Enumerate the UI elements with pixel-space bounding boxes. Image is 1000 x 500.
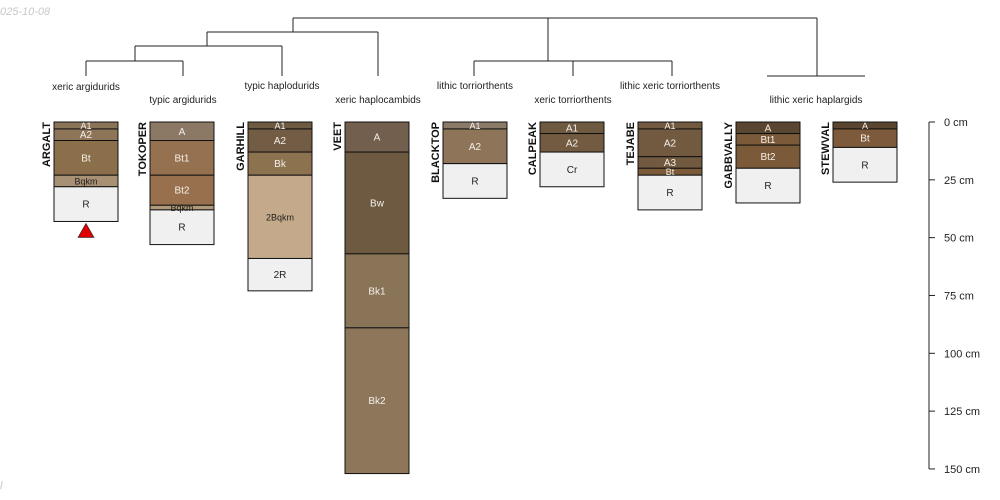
taxon-label: xeric haplocambids [335,95,421,106]
horizon-label: Bk2 [368,396,386,407]
horizon-a [344,121,410,153]
horizon-label: R [666,188,673,199]
horizon-label: A2 [274,136,287,147]
taxon-label: typic haplodurids [244,81,319,92]
horizon-label: Bqkm [170,203,193,213]
profile-name: ARGALT [41,122,53,167]
horizon-2r [247,257,313,292]
date-stamp: 025-10-08 [0,6,51,18]
horizon-label: Bqkm [74,176,97,186]
horizon-label: Bt [860,134,870,145]
horizon-label: A2 [566,138,579,149]
horizon-bk2 [344,327,410,475]
horizon-label: Bk [274,159,287,170]
profile-name: TOKOPER [137,122,149,176]
horizon-label: A [374,133,381,144]
horizon-label: A [179,127,186,138]
horizon-label: Bk1 [368,286,386,297]
horizon-label: A1 [274,121,285,131]
horizon-r [149,209,215,246]
profile-name: TEJABE [625,122,637,165]
horizon-label: Bw [370,198,385,209]
horizon-label: Bt [666,167,675,177]
horizon-a2 [637,128,703,158]
horizon-cr [539,151,605,188]
taxon-label: xeric torriorthents [534,95,611,106]
horizon-bw [344,151,410,255]
footer-stamp: l [0,480,3,492]
horizon-label: R [764,181,771,192]
red-triangle-marker [77,222,95,238]
horizon-label: R [471,176,478,187]
horizon-label: Bt1 [174,153,189,164]
depth-axis-label: 125 cm [944,406,980,418]
horizon-bt [53,140,119,176]
depth-axis-label: 0 cm [944,117,968,129]
horizon-label: 2R [274,270,287,281]
taxon-label: lithic torriorthents [437,81,513,92]
profile-name: GARHILL [235,122,247,171]
horizon-r [637,174,703,211]
horizon-label: Cr [567,165,578,176]
depth-axis-label: 75 cm [944,290,974,302]
horizon-label: Bt2 [174,186,189,197]
horizon-label: R [178,223,185,234]
horizon-label: A2 [469,142,482,153]
depth-axis-label: 25 cm [944,175,974,187]
horizon-label: A1 [664,121,675,131]
horizon-label: A3 [664,158,677,169]
horizon-label: A [765,123,772,134]
horizon-a2 [442,128,508,165]
profile-name: CALPEAK [527,122,539,175]
horizon-r [735,167,801,204]
horizon-label: A2 [80,130,93,141]
depth-axis-label: 100 cm [944,348,980,360]
profile-name: BLACKTOP [430,122,442,183]
depth-axis-label: 150 cm [944,464,980,476]
depth-axis-label: 50 cm [944,233,974,245]
horizon-label: R [861,160,868,171]
profile-name: STEWVAL [820,122,832,175]
horizon-label: A1 [469,121,480,131]
horizon-label: A1 [80,121,91,131]
horizon-label: A [862,121,868,131]
taxon-label: lithic xeric haplargids [770,95,863,106]
horizon-bk1 [344,253,410,329]
horizon-r [442,163,508,199]
horizon-label: Bt [81,153,91,164]
horizon-r [832,146,898,183]
horizon-label: R [82,200,89,211]
horizon-label: Bt1 [760,135,775,146]
horizon-label: 2Bqkm [266,212,294,222]
taxon-label: lithic xeric torriorthents [620,81,720,92]
taxon-label: xeric argidurids [52,82,120,93]
horizon-label: A1 [566,123,579,134]
taxon-label: typic argidurids [149,95,216,106]
profile-name: GABBVALLY [723,121,735,188]
horizon-2bqkm [247,174,313,259]
horizon-label: A2 [664,138,677,149]
horizon-label: Bt2 [760,152,775,163]
profile-name: VEET [332,122,344,151]
horizon-r [53,186,119,222]
